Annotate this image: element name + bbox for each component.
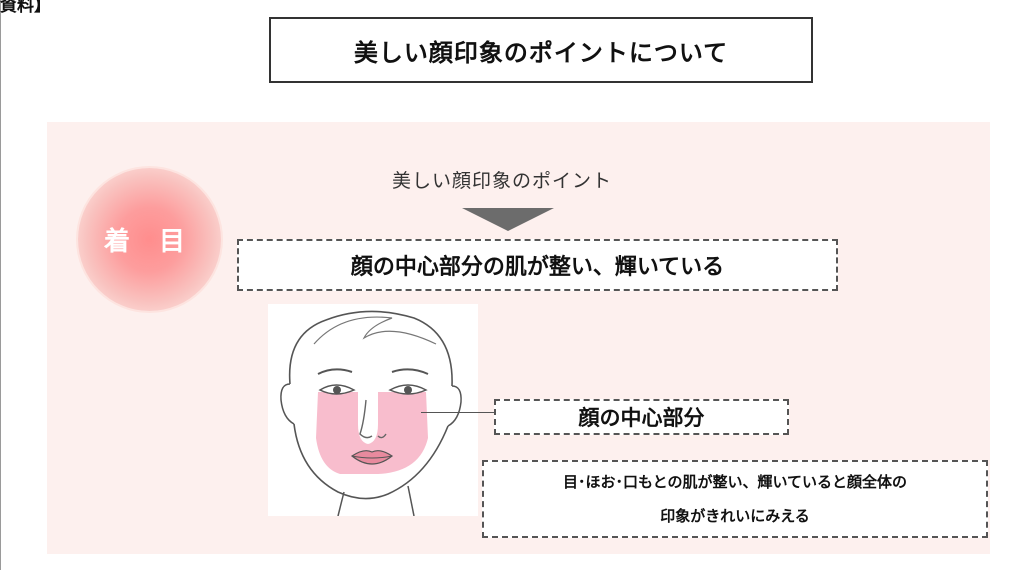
face-illustration [268,304,478,516]
down-triangle-arrow-icon [462,208,554,231]
face-illustration-icon [280,310,462,516]
document-label: 資料】 [0,0,51,16]
description-line-1: 目･ほお･口もとの肌が整い、輝いていると顔全体の [562,473,908,491]
page-title: 美しい顔印象のポイントについて [269,17,813,83]
leader-line [421,412,494,413]
callout-box: 顔の中心部分 [494,399,789,435]
left-edge-line [0,0,1,570]
subtitle: 美しい顔印象のポイント [392,170,613,192]
focus-badge: 着 目 [78,168,221,311]
description-line-2: 印象がきれいにみえる [660,507,810,525]
main-point-box: 顔の中心部分の肌が整い、輝いている [237,239,838,291]
description-box: 目･ほお･口もとの肌が整い、輝いていると顔全体の 印象がきれいにみえる [482,460,988,538]
